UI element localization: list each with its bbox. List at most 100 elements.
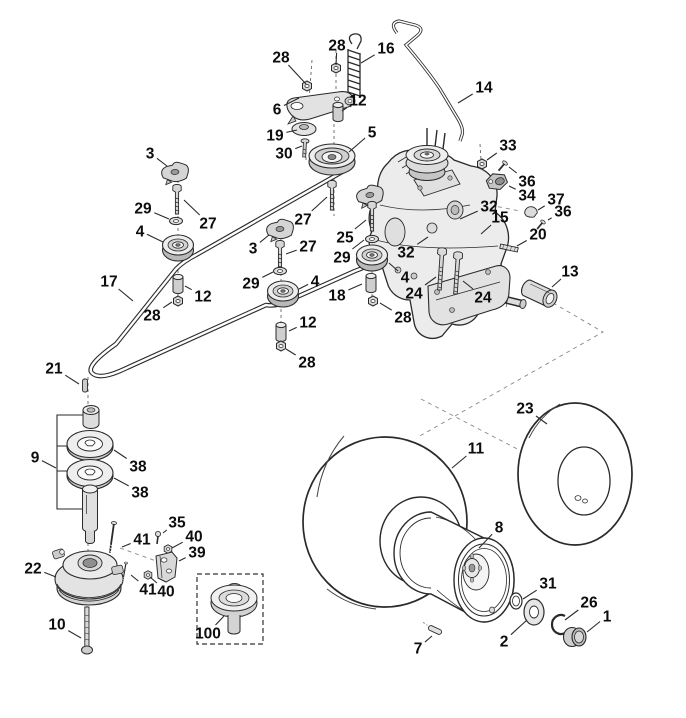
pin-21 [82,378,88,393]
leader-line [149,576,158,584]
part-label-22: 22 [24,561,41,578]
part-label-27: 27 [294,212,311,229]
part-label-26: 26 [580,595,598,612]
idler-arm-6 [286,91,356,125]
callout-37: 37 [537,192,565,211]
switch-and-hardware [477,158,558,308]
leader-line [508,166,518,174]
part-label-24: 24 [405,286,423,303]
callout-10: 10 [48,617,82,639]
leader-line [335,52,338,66]
callout-29: 29 [242,271,274,293]
callout-3: 3 [146,146,168,167]
leader-line [162,301,173,309]
part-label-14: 14 [475,80,493,97]
callout-38: 38 [113,449,147,476]
part-label-1: 1 [603,609,612,626]
leader-line [156,157,168,167]
leader-line [535,415,548,425]
leader-line [424,635,433,643]
leader-line [259,234,270,243]
callout-4: 4 [136,224,164,243]
leader-line [178,557,186,562]
part-label-16: 16 [377,41,395,58]
leader-line [457,93,473,104]
leader-line [65,374,80,385]
leader-line [118,288,134,302]
reference-box-100 [196,573,264,645]
leader-line [171,541,183,549]
part-label-3: 3 [249,241,258,258]
leader-line [360,54,375,64]
part-label-40: 40 [185,529,202,546]
callout-29: 29 [333,239,365,267]
part-label-13: 13 [561,264,579,281]
part-label-41: 41 [139,582,157,599]
leader-line [146,233,164,243]
e-clip-26 [550,613,566,636]
callout-12: 12 [341,93,367,112]
part-label-18: 18 [328,288,346,305]
transaxle [368,128,527,339]
callout-27: 27 [183,199,217,233]
leader-line [121,542,131,548]
leader-line [215,615,225,626]
callout-22: 22 [24,561,57,578]
callout-39: 39 [178,545,206,562]
screw-35 [154,531,161,545]
callout-28: 28 [379,302,412,327]
spindle-stack [56,378,114,544]
wheel-group [302,402,633,648]
leader-line [480,224,492,235]
callout-24: 24 [462,280,492,307]
callout-4: 4 [298,274,320,291]
callout-16: 16 [360,41,395,64]
leader-line [298,283,309,290]
callout-23: 23 [516,401,548,425]
leader-line [537,205,545,211]
callout-18: 18 [328,283,363,305]
callout-38: 38 [113,477,149,502]
callout-25: 25 [336,219,367,247]
wheel-rim-8 [393,511,515,623]
part-label-21: 21 [45,361,63,378]
callout-40: 40 [149,576,175,601]
leader-line [262,271,274,278]
callout-34: 34 [508,185,536,205]
callout-8: 8 [478,520,504,549]
callout-4: 4 [388,262,410,287]
leader-line [354,219,367,230]
leader-line [462,280,474,290]
leader-line [547,217,552,221]
electric-clutch-22 [52,548,124,606]
part-label-38: 38 [129,459,147,476]
control-rod-14 [391,19,465,142]
callout-40: 40 [171,529,203,549]
part-label-28: 28 [143,308,161,325]
part-label-38: 38 [131,485,149,502]
clutch-group [52,520,178,655]
callout-9: 9 [31,450,57,469]
callout-36: 36 [547,204,572,221]
leader-line [510,619,528,636]
leader-line [183,199,201,216]
callout-15: 15 [480,210,509,235]
leader-line [44,571,57,578]
callout-28: 28 [285,348,316,372]
part-label-10: 10 [48,617,65,634]
callout-13: 13 [551,264,579,288]
part-label-30: 30 [275,146,292,163]
part-label-31: 31 [539,576,557,593]
part-label-27: 27 [199,216,216,233]
part-label-3: 3 [146,146,155,163]
part-label-2: 2 [500,634,509,651]
spare-tire-23 [517,402,633,546]
bushing [82,405,100,429]
leader-line [451,455,467,469]
part-label-37: 37 [547,192,564,209]
spindle-shaft [82,484,98,544]
callout-3: 3 [249,234,270,258]
bolt-30 [300,138,310,158]
leader-line [287,64,307,85]
part-label-36: 36 [554,204,572,221]
